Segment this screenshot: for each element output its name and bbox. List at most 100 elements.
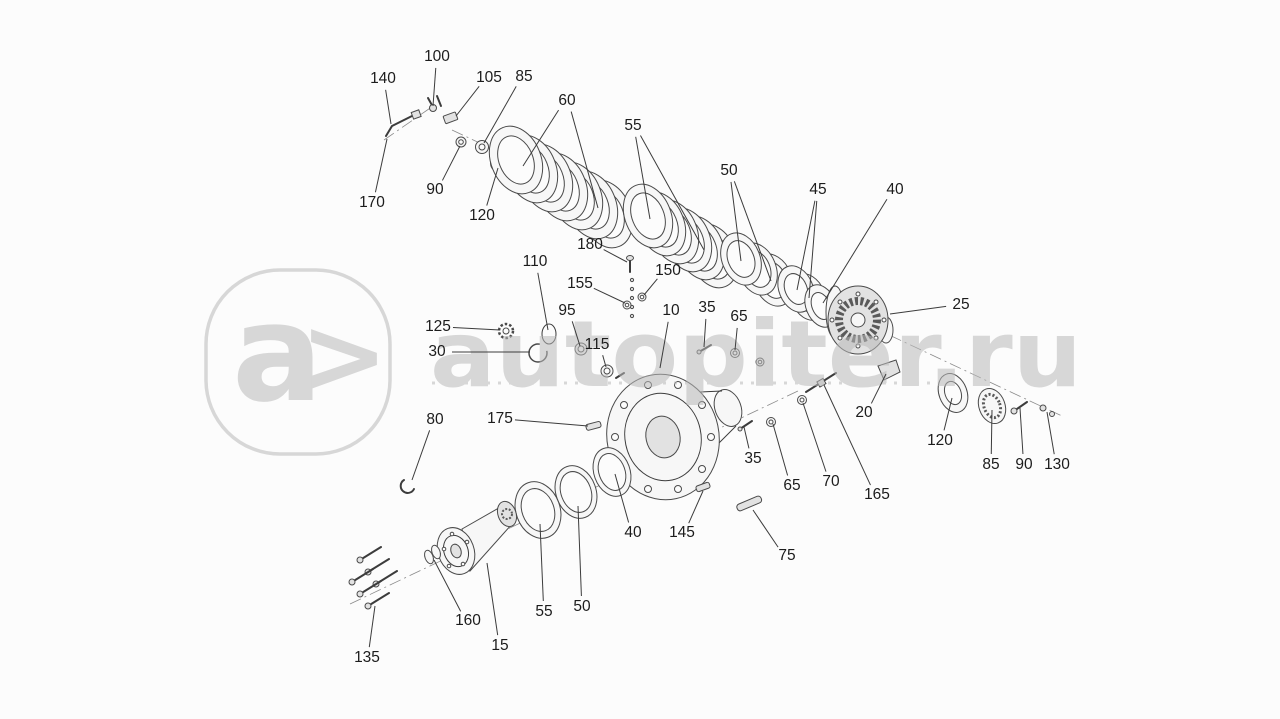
clip-80 (399, 479, 415, 494)
part-label-60: 60 (558, 92, 576, 109)
part-label-30: 30 (428, 343, 446, 360)
part-label-100: 100 (424, 48, 450, 65)
leader-line-55 (640, 135, 705, 251)
part-label-150: 150 (655, 262, 681, 279)
part-label-45: 45 (809, 181, 826, 198)
part-label-55: 55 (535, 603, 552, 620)
watermark-logo-arrow: > (300, 295, 388, 417)
leader-line-10 (659, 321, 669, 369)
part-label-70: 70 (822, 473, 840, 490)
leader-line-115 (602, 355, 607, 368)
leader-line-170 (374, 138, 388, 193)
right-bearings (937, 373, 1055, 424)
part-label-85: 85 (982, 456, 999, 473)
part-label-120: 120 (927, 432, 953, 449)
leader-line-75 (752, 509, 779, 548)
leader-line-65 (734, 327, 738, 351)
leader-line-110 (537, 272, 549, 331)
friction-disc-stack-60 (488, 125, 634, 249)
part-label-55: 55 (624, 117, 641, 134)
watermark: a > autopiter.ru (204, 268, 1082, 456)
leader-line-45 (796, 200, 816, 291)
leader-line-20 (870, 373, 887, 404)
leader-line-160 (433, 559, 462, 612)
leader-line-135 (368, 605, 376, 648)
part-label-160: 160 (455, 612, 481, 629)
leader-line-35 (703, 318, 707, 348)
leader-line-180 (603, 249, 628, 263)
leader-line-40 (614, 473, 630, 523)
lower-gaskets (514, 447, 632, 539)
leader-line-120 (486, 167, 499, 206)
part-label-90: 90 (426, 181, 444, 198)
part-label-180: 180 (577, 236, 603, 253)
part-label-130: 130 (1044, 456, 1070, 473)
part-label-95: 95 (558, 302, 575, 319)
leader-line-25 (889, 305, 947, 315)
leader-line-90 (1019, 407, 1024, 455)
leader-line-65 (772, 423, 789, 476)
part-label-125: 125 (425, 318, 451, 335)
breather-assembly (385, 95, 459, 137)
leader-line-105 (455, 85, 480, 117)
part-label-35: 35 (744, 450, 761, 467)
leader-line-50 (577, 505, 582, 597)
bearing-cone-assembly-15 (424, 500, 518, 575)
watermark-logo-oval (204, 268, 392, 456)
part-label-80: 80 (426, 411, 444, 428)
leader-line-140 (385, 89, 392, 125)
part-label-15: 15 (491, 637, 508, 654)
part-label-90: 90 (1015, 456, 1033, 473)
leader-line-150 (643, 278, 658, 296)
part-labels: 100 140 105 85 60 55 50 45 40 90 170 120 180 110 150 15… (354, 48, 1070, 666)
part-label-155: 155 (567, 275, 593, 292)
part-label-25: 25 (952, 296, 969, 313)
part-label-65: 65 (783, 477, 800, 494)
watermark-logo-a: a (232, 275, 323, 432)
leader-line-55 (635, 136, 651, 220)
leader-line-125 (452, 327, 501, 331)
part-label-135: 135 (354, 649, 380, 666)
leader-line-85 (990, 409, 993, 455)
part-label-105: 105 (476, 69, 502, 86)
part-label-165: 165 (864, 486, 890, 503)
leader-line-50 (733, 181, 772, 282)
friction-disc-stack-55 (622, 183, 739, 289)
leader-line-50 (730, 181, 742, 262)
housing-flange-10 (606, 373, 743, 501)
part-label-65: 65 (730, 308, 747, 325)
part-label-50: 50 (573, 598, 591, 615)
mount-bolts-135 (348, 546, 398, 610)
leader-line-55 (539, 523, 544, 602)
part-label-170: 170 (359, 194, 385, 211)
part-label-145: 145 (669, 524, 695, 541)
leader-line-40 (822, 199, 888, 304)
leader-lines (368, 67, 1055, 648)
part-label-20: 20 (855, 404, 873, 421)
part-label-140: 140 (370, 70, 396, 87)
part-label-120: 120 (469, 207, 495, 224)
part-label-110: 110 (523, 253, 548, 270)
leader-line-80 (411, 430, 431, 481)
leader-line-35 (743, 426, 750, 449)
part-label-175: 175 (487, 410, 513, 427)
leader-line-130 (1046, 411, 1055, 455)
part-label-35: 35 (698, 299, 715, 316)
leader-line-175 (514, 419, 589, 427)
part-label-115: 115 (585, 336, 610, 353)
part-label-85: 85 (515, 68, 532, 85)
part-label-10: 10 (662, 302, 680, 319)
pins-145-75 (695, 481, 763, 512)
leader-line-60 (522, 109, 560, 167)
leader-line-95 (571, 321, 581, 347)
wedge-20 (877, 359, 901, 381)
part-label-50: 50 (720, 162, 738, 179)
leader-line-90 (441, 145, 461, 181)
part-label-40: 40 (624, 524, 642, 541)
leader-line-70 (802, 402, 827, 472)
part-label-75: 75 (778, 547, 795, 564)
differential-gear-assembly-25 (825, 285, 894, 355)
watermark-site-text: autopiter.ru (430, 301, 1082, 408)
